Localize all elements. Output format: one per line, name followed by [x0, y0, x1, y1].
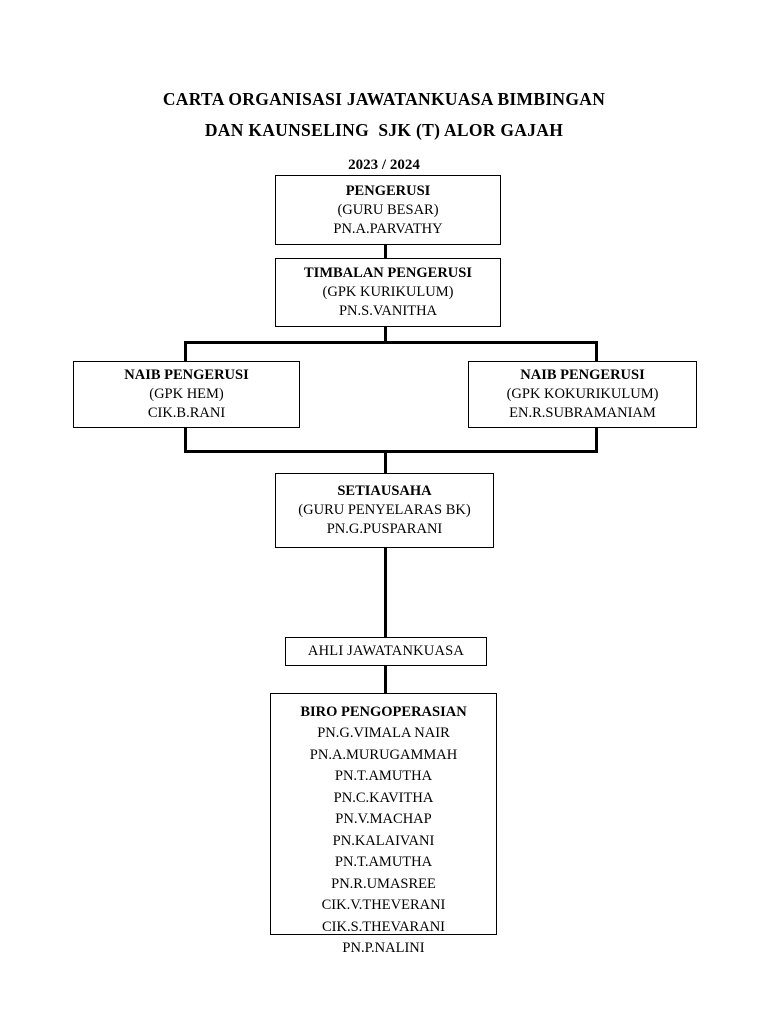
node-naib-pengerusi-kokurikulum-person: EN.R.SUBRAMANIAM [509, 405, 656, 421]
title-year: 2023 / 2024 [348, 157, 420, 173]
biro-member: PN.C.KAVITHA [333, 789, 434, 806]
connector-naib-koku-to-bus [595, 425, 598, 453]
node-pengerusi-sub: (GURU BESAR) [337, 201, 439, 218]
connector-timbalan-to-bus [384, 325, 387, 344]
node-timbalan-pengerusi-sub: (GPK KURIKULUM) [322, 284, 454, 300]
connector-bus-to-setiausaha [384, 450, 387, 475]
node-naib-pengerusi-hem-role: NAIB PENGERUSI [124, 367, 249, 383]
node-setiausaha-person: PN.G.PUSPARANI [326, 521, 443, 537]
node-setiausaha-sub: (GURU PENYELARAS BK) [298, 502, 471, 518]
node-ahli-jawatankuasa[interactable]: AHLI JAWATANKUASA [285, 637, 487, 666]
node-ahli-jawatankuasa-label: AHLI JAWATANKUASA [307, 643, 465, 659]
connector-naib-hem-to-bus [184, 425, 187, 453]
biro-member: CIK.V.THEVERANI [321, 897, 446, 913]
node-pengerusi-person: PN.A.PARVATHY [333, 220, 443, 237]
biro-member: CIK.S.THEVARANI [322, 918, 445, 935]
node-naib-pengerusi-hem[interactable]: NAIB PENGERUSI (GPK HEM) CIK.B.RANI [73, 361, 300, 428]
biro-member: PN.T.AMUTHA [334, 854, 433, 870]
connector-setiausaha-to-ahli [384, 546, 387, 638]
node-naib-pengerusi-hem-sub: (GPK HEM) [149, 386, 224, 402]
connector-pengerusi-to-timbalan [384, 243, 387, 261]
connector-bus-to-naib-hem [184, 341, 187, 363]
node-timbalan-pengerusi-person: PN.S.VANITHA [338, 303, 438, 319]
biro-member: PN.R.UMASREE [331, 875, 436, 892]
biro-member: PN.KALAIVANI [332, 832, 435, 849]
biro-member: PN.V.MACHAP [335, 811, 432, 827]
title-line-2: DAN KAUNSELING SJK (T) ALOR GAJAH [204, 120, 564, 140]
connector-bus-to-naib-koku [595, 341, 598, 363]
node-pengerusi-role: PENGERUSI [345, 182, 431, 199]
node-setiausaha[interactable]: SETIAUSAHA (GURU PENYELARAS BK) PN.G.PUS… [275, 473, 494, 548]
node-biro-pengoperasian-role: BIRO PENGOPERASIAN [300, 704, 467, 720]
node-timbalan-pengerusi[interactable]: TIMBALAN PENGERUSI (GPK KURIKULUM) PN.S.… [275, 258, 501, 327]
biro-member: PN.T.AMUTHA [334, 768, 433, 784]
node-naib-pengerusi-kokurikulum[interactable]: NAIB PENGERUSI (GPK KOKURIKULUM) EN.R.SU… [468, 361, 697, 428]
node-pengerusi[interactable]: PENGERUSI (GURU BESAR) PN.A.PARVATHY [275, 175, 501, 245]
connector-bus-lower [184, 450, 598, 453]
node-naib-pengerusi-kokurikulum-sub: (GPK KOKURIKULUM) [506, 386, 659, 402]
connector-ahli-to-biro [384, 664, 387, 695]
biro-member: PN.G.VIMALA NAIR [317, 725, 450, 741]
biro-member: PN.P.NALINI [342, 940, 425, 956]
page-title: CARTA ORGANISASI JAWATANKUASA BIMBINGAN … [0, 84, 768, 180]
biro-member: PN.A.MURUGAMMAH [309, 746, 458, 763]
node-naib-pengerusi-kokurikulum-role: NAIB PENGERUSI [520, 367, 645, 383]
node-setiausaha-role: SETIAUSAHA [337, 483, 432, 499]
node-timbalan-pengerusi-role: TIMBALAN PENGERUSI [304, 265, 472, 281]
node-biro-pengoperasian[interactable]: BIRO PENGOPERASIAN PN.G.VIMALA NAIR PN.A… [270, 693, 497, 956]
title-line-1: CARTA ORGANISASI JAWATANKUASA BIMBINGAN [162, 89, 606, 109]
connector-bus-upper [184, 341, 598, 344]
node-naib-pengerusi-hem-person: CIK.B.RANI [147, 405, 226, 421]
